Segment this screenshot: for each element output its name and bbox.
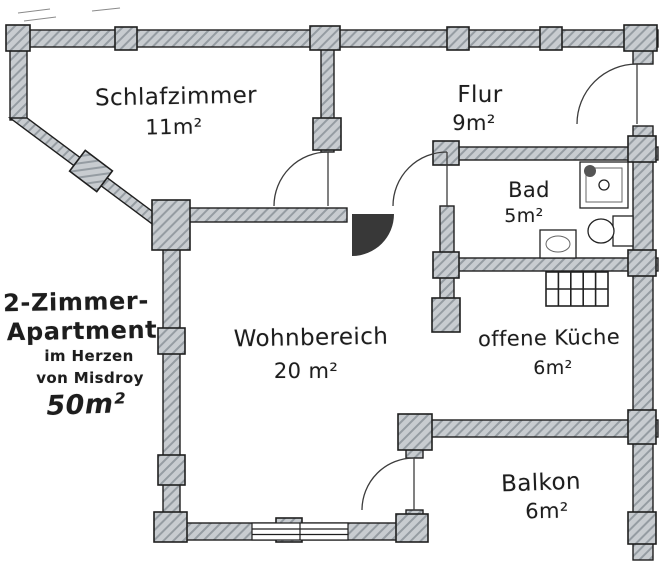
room-label-kueche: offene Küche — [477, 324, 621, 352]
title-line-4: von Misdroy — [36, 369, 144, 387]
room-label-flur: Flur — [457, 82, 503, 108]
room-area-flur: 9m² — [452, 111, 496, 135]
room-area-schlafzimmer: 11m² — [145, 114, 203, 140]
room-area-wohnbereich: 20 m² — [273, 359, 339, 383]
room-area-kueche: 6m² — [533, 357, 573, 379]
room-area-balkon: 6m² — [525, 498, 569, 524]
title-line-3: im Herzen — [44, 347, 134, 365]
total-area: 50m² — [45, 388, 127, 422]
room-label-bad: Bad — [508, 178, 550, 202]
toilet — [587, 215, 634, 247]
title-line-1: 2-Zimmer- — [2, 286, 150, 318]
kitchen-unit-grid — [545, 271, 609, 307]
room-label-balkon: Balkon — [500, 468, 582, 498]
shower-tray — [579, 161, 629, 209]
door-balkon — [361, 457, 415, 511]
door-bad — [392, 151, 448, 207]
title-line-2: Apartment — [6, 315, 158, 347]
doors — [273, 63, 638, 511]
door-entrance — [576, 63, 638, 125]
wall-piers — [5, 24, 658, 545]
door-swing-fan — [352, 214, 394, 256]
washbasin — [539, 229, 577, 259]
room-label-schlafzimmer: Schlafzimmer — [94, 82, 258, 112]
fixtures — [539, 161, 634, 307]
room-label-wohnbereich: Wohnbereich — [233, 323, 389, 353]
room-area-bad: 5m² — [504, 205, 544, 227]
door-schlafzimmer — [273, 151, 329, 207]
window — [251, 522, 349, 541]
sketch-marks — [17, 7, 121, 22]
